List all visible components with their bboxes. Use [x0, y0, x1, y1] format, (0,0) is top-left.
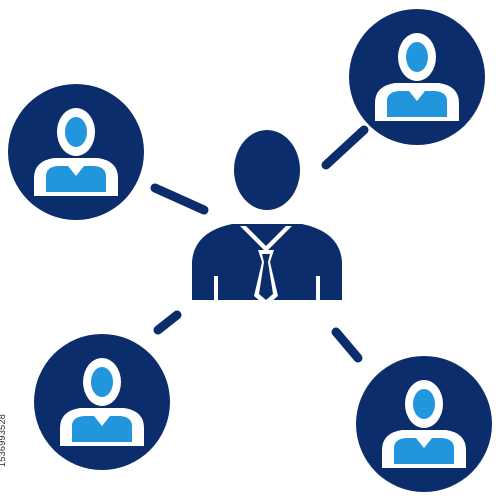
- manager-icon: [192, 130, 342, 306]
- team-member-icon: [8, 84, 144, 220]
- team-member-icon: [356, 356, 492, 492]
- connector-bottom-left: [153, 310, 182, 335]
- stock-id-label: 1536993528: [0, 413, 7, 467]
- team-member-icon: [34, 334, 170, 470]
- team-member-icon: [349, 9, 485, 145]
- connector-bottom-right: [331, 327, 363, 363]
- connector-top-right: [321, 125, 369, 170]
- connector-top-left: [150, 183, 209, 215]
